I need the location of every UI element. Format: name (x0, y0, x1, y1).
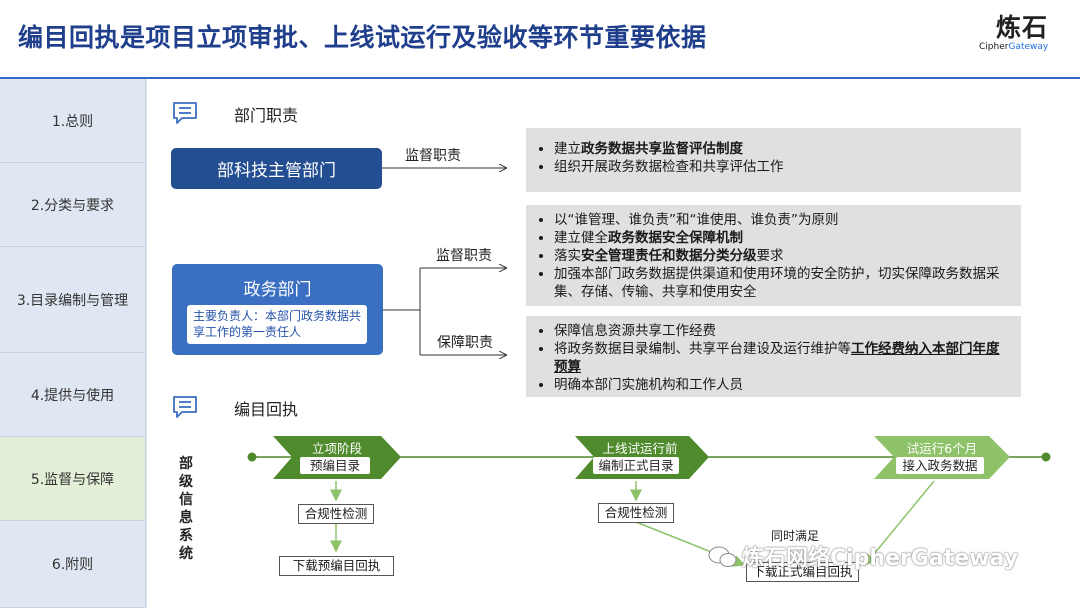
arrow-diag-3 (864, 480, 935, 567)
info-item: 以“谁管理、谁负责”和“谁使用、谁负责”为原则 (554, 211, 1011, 229)
info-text: 明确本部门实施机构和工作人员 (554, 377, 743, 393)
dept-tech-authority: 部科技主管部门 (171, 148, 382, 189)
info-item: 加强本部门政务数据提供渠道和使用环境的安全防护，切实保障政务数据采集、存储、传输… (554, 265, 1011, 301)
info-text: 保障信息资源共享工作经费 (554, 323, 716, 339)
sidebar-item-supervision[interactable]: 5.监督与保障 (0, 437, 146, 521)
sidebar-item-general[interactable]: 1.总则 (0, 79, 146, 163)
info-text: 落实 (554, 248, 581, 264)
duty-label-supervise: 监督职责 (405, 148, 461, 164)
info-text: 建立健全 (554, 230, 608, 246)
stage-2-label: 上线试运行前 (602, 441, 678, 456)
sidebar-nav: 1.总则 2.分类与要求 3.目录编制与管理 4.提供与使用 5.监督与保障 6… (0, 79, 147, 608)
dept-gov: 政务部门 主要负责人：本部门政务数据共享工作的第一责任人 (172, 264, 383, 355)
timeline-start-dot (247, 452, 257, 462)
logo-subtext: CipherGateway (979, 42, 1048, 52)
sidebar-item-classification[interactable]: 2.分类与要求 (0, 163, 146, 247)
stage-3-label: 试运行6个月 (906, 441, 978, 456)
stage-1-sub: 预编目录 (300, 457, 370, 474)
sidebar-item-label: 2.分类与要求 (30, 197, 115, 214)
info-bold: 安全管理责任和数据分类分级 (581, 248, 757, 264)
compliance-check-2: 合规性检测 (598, 503, 674, 523)
logo-subtext-b: Gateway (1008, 42, 1049, 52)
info-box-gov-supervise: 以“谁管理、谁负责”和“谁使用、谁负责”为原则 建立健全政务数据安全保障机制 落… (526, 205, 1021, 306)
info-item: 保障信息资源共享工作经费 (554, 322, 1011, 340)
logo-subtext-a: Cipher (979, 42, 1009, 52)
compliance-check-1: 合规性检测 (298, 504, 374, 524)
sidebar-item-label: 6.附则 (51, 557, 94, 573)
info-item: 组织开展政务数据检查和共享评估工作 (554, 158, 1011, 176)
info-text: 建立 (554, 141, 581, 157)
sidebar-item-label: 4.提供与使用 (30, 387, 115, 404)
download-pre-receipt[interactable]: 下载预编目回执 (279, 556, 394, 576)
info-box-gov-guarantee: 保障信息资源共享工作经费 将政务数据目录编制、共享平台建设及运行维护等工作经费纳… (526, 316, 1021, 397)
info-item: 落实安全管理责任和数据分类分级要求 (554, 247, 1011, 265)
info-item: 将政务数据目录编制、共享平台建设及运行维护等工作经费纳入本部门年度预算 (554, 340, 1011, 376)
watermark-text: 炼石网络CipherGateway (742, 546, 1019, 571)
header-divider (0, 77, 1080, 79)
sidebar-item-provide-use[interactable]: 4.提供与使用 (0, 353, 146, 437)
info-text: 要求 (756, 248, 784, 264)
sidebar-item-catalog[interactable]: 3.目录编制与管理 (0, 247, 146, 353)
message-icon (173, 102, 197, 124)
dept-tech-authority-label: 部科技主管部门 (217, 161, 336, 181)
stage-3-sub: 接入政务数据 (896, 457, 984, 474)
info-text: 组织开展政务数据检查和共享评估工作 (554, 159, 784, 175)
section-title-duties: 部门职责 (234, 106, 299, 125)
download-formal-receipt[interactable]: 下载正式编目回执 (746, 562, 859, 582)
info-box-tech-duties: 建立政务数据共享监督评估制度 组织开展政务数据检查和共享评估工作 (526, 128, 1021, 192)
stage-2-sub: 编制正式目录 (593, 457, 679, 474)
header: 编目回执是项目立项审批、上线试运行及验收等环节重要依据 炼石 CipherGat… (0, 0, 1080, 79)
info-bold: 工作经费纳入本部门年度预算 (554, 341, 1000, 375)
duty-label-supervise-gov: 监督职责 (436, 248, 492, 264)
note-both-satisfied: 同时满足 (771, 529, 820, 543)
info-text: 加强本部门政务数据提供渠道和使用环境的安全防护，切实保障政务数据采集、存储、传输… (554, 266, 1000, 300)
info-bold: 政务数据共享监督评估制度 (581, 141, 743, 157)
sidebar-item-label: 5.监督与保障 (30, 471, 115, 488)
page-title: 编目回执是项目立项审批、上线试运行及验收等环节重要依据 (18, 23, 707, 52)
timeline-end-dot (1041, 452, 1051, 462)
info-item: 建立健全政务数据安全保障机制 (554, 229, 1011, 247)
dept-gov-label: 政务部门 (243, 280, 312, 300)
stage-1-label: 立项阶段 (311, 441, 362, 456)
vertical-label: 部级信息系统 (179, 456, 193, 562)
info-item: 建立政务数据共享监督评估制度 (554, 140, 1011, 158)
sidebar-item-label: 1.总则 (51, 113, 94, 130)
wechat-icon (708, 546, 737, 567)
info-item: 明确本部门实施机构和工作人员 (554, 376, 1011, 394)
logo-text: 炼石 (996, 13, 1049, 42)
info-text: 将政务数据目录编制、共享平台建设及运行维护等 (554, 341, 851, 357)
dept-gov-responsible: 主要负责人：本部门政务数据共享工作的第一责任人 (187, 305, 367, 344)
message-icon (173, 396, 197, 418)
info-bold: 政务数据安全保障机制 (608, 230, 743, 246)
duty-label-guarantee: 保障职责 (437, 335, 493, 351)
section-title-receipt: 编目回执 (234, 400, 299, 419)
info-text: 以“谁管理、谁负责”和“谁使用、谁负责”为原则 (554, 212, 839, 228)
sidebar-item-label: 3.目录编制与管理 (16, 292, 129, 309)
